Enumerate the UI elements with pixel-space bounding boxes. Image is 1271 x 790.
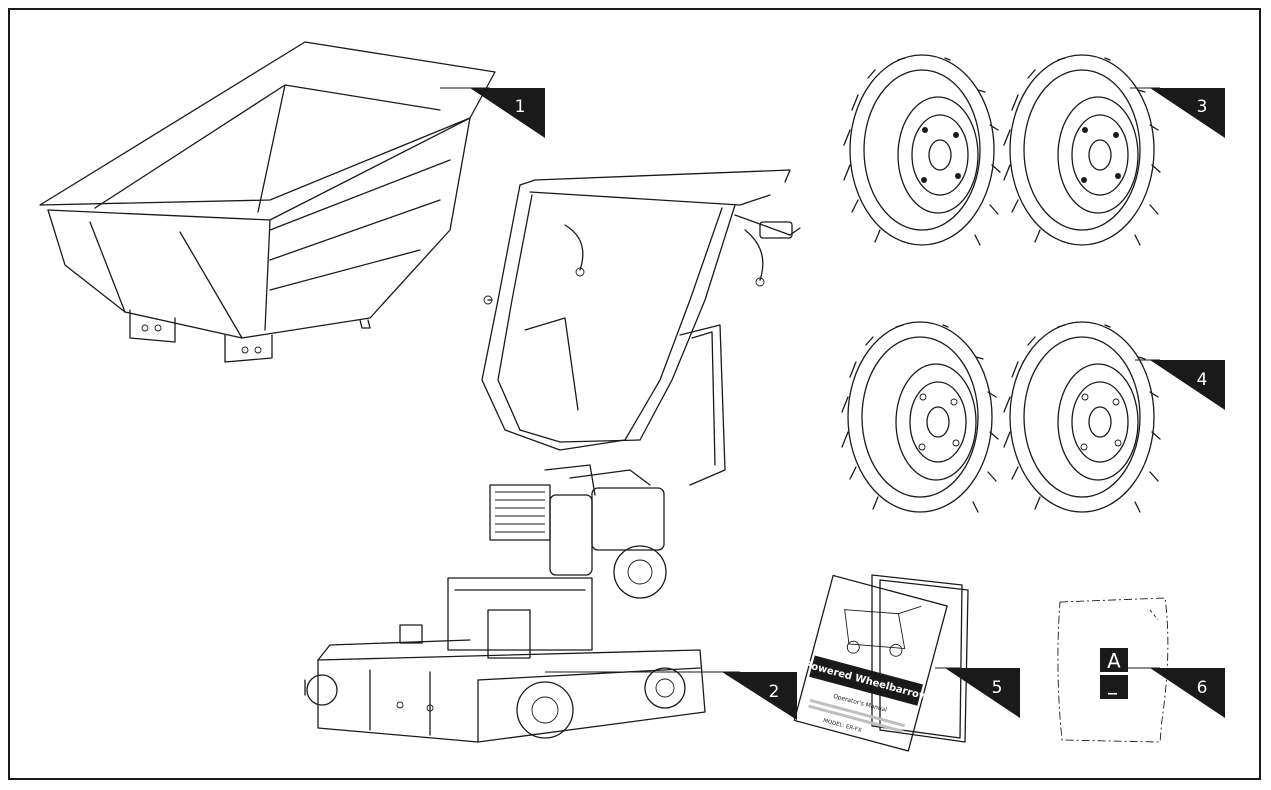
front-wheels-illustration — [843, 54, 1161, 246]
rear-wheel-left — [841, 321, 999, 513]
callout-1-number: 1 — [515, 97, 526, 117]
bag-label: A — [1107, 649, 1121, 673]
front-wheel-right — [1003, 54, 1161, 246]
callout-6: 6 — [1118, 667, 1225, 718]
hardware-bag-illustration: A — [1057, 597, 1169, 743]
callout-3: 3 — [1130, 87, 1225, 138]
callout-5: 5 — [935, 667, 1020, 718]
rear-wheel-right — [1003, 321, 1161, 513]
callout-4-flag — [1150, 360, 1225, 410]
rear-wheels-illustration — [841, 321, 1161, 513]
callout-4-number: 4 — [1197, 370, 1208, 390]
callout-6-number: 6 — [1197, 678, 1208, 698]
diagram-frame — [8, 8, 1261, 780]
callout-2-number: 2 — [769, 682, 780, 702]
callout-3-flag — [1150, 88, 1225, 138]
callout-3-number: 3 — [1197, 97, 1208, 117]
callout-6-flag — [1150, 668, 1225, 718]
callout-1: 1 — [440, 87, 545, 138]
dump-bucket-illustration — [39, 41, 496, 363]
bag-label-box-lower — [1100, 675, 1128, 699]
operator-manual-illustration: Operator's Manual MODEL: ER-FX Powered W… — [793, 574, 969, 752]
callout-2: 2 — [545, 671, 797, 720]
callout-2-flag — [722, 672, 797, 720]
callout-1-flag — [470, 88, 545, 138]
front-wheel-left — [843, 54, 1001, 246]
callout-5-flag — [945, 668, 1020, 718]
callout-4: 4 — [1135, 359, 1225, 410]
power-unit-illustration — [304, 169, 801, 743]
callout-5-number: 5 — [992, 678, 1003, 698]
